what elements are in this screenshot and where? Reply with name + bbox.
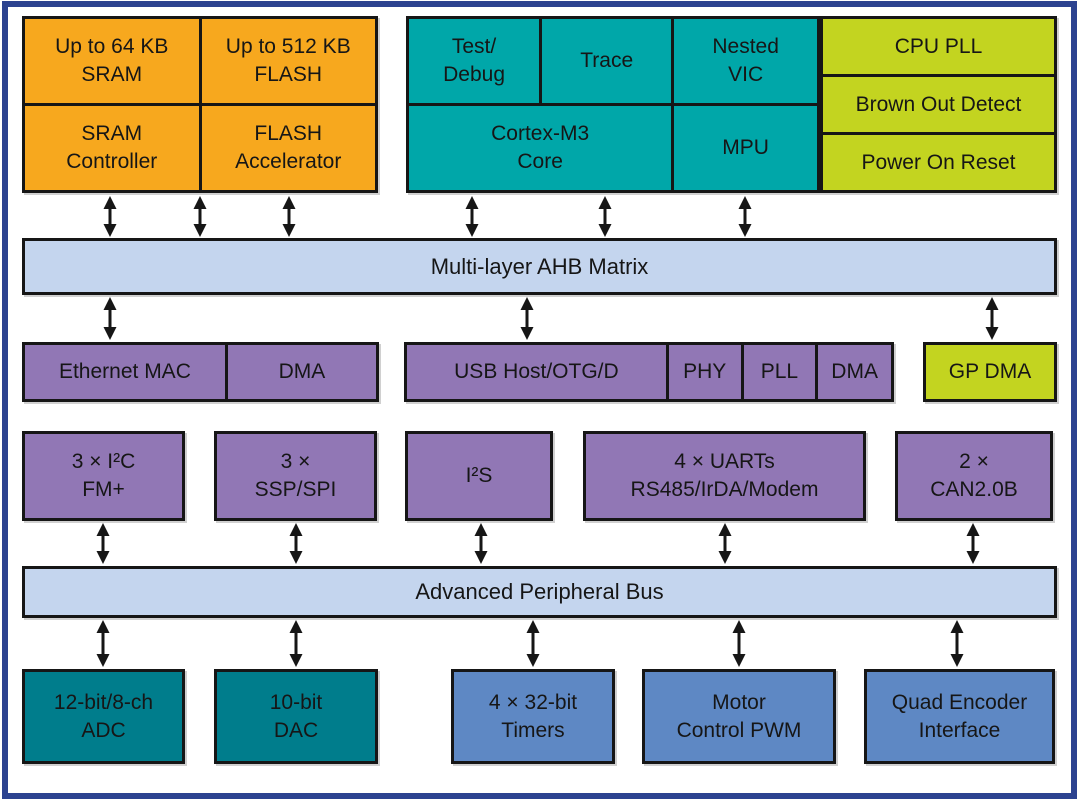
block-dac: 10-bit DAC [214, 669, 378, 764]
bidirectional-arrow [981, 297, 1003, 340]
bidirectional-arrow [594, 196, 616, 237]
block-label: USB Host/OTG/D [454, 360, 619, 384]
bidirectional-arrow [99, 196, 121, 237]
block-label: SRAM Controller [66, 122, 158, 173]
bidirectional-arrow [516, 297, 538, 340]
bidirectional-arrow [962, 523, 984, 564]
block-label: PLL [760, 360, 799, 384]
block-usb-pll: PLL [743, 345, 816, 399]
usb-block-group: USB Host/OTG/D PHY PLL DMA [404, 342, 894, 402]
bus-label: Advanced Peripheral Bus [415, 579, 664, 605]
block-test-debug: Test/ Debug [409, 19, 540, 103]
block-adc: 12-bit/8-ch ADC [22, 669, 185, 764]
bidirectional-arrow [92, 620, 114, 667]
bidirectional-arrow [470, 523, 492, 564]
bidirectional-arrow [99, 297, 121, 340]
ethernet-block-group: Ethernet MAC DMA [22, 342, 379, 402]
block-label: Power On Reset [861, 150, 1016, 174]
block-label: MPU [722, 136, 769, 160]
block-cpu-pll: CPU PLL [823, 19, 1054, 74]
block-label: CPU PLL [894, 34, 983, 58]
block-label: PHY [683, 360, 727, 384]
block-usb-host-otg: USB Host/OTG/D [407, 345, 666, 399]
block-label: Ethernet MAC [58, 360, 191, 384]
block-label: 10-bit DAC [269, 690, 323, 742]
block-i2s: I²S [405, 431, 553, 521]
block-label: Up to 64 KB SRAM [55, 35, 169, 86]
block-label: DMA [831, 360, 878, 384]
block-ssp-spi: 3 × SSP/SPI [214, 431, 377, 521]
block-cortex-m3-core: Cortex-M3 Core [409, 106, 672, 190]
block-label: Brown Out Detect [855, 92, 1022, 116]
block-label: Trace [580, 49, 634, 73]
block-label: 4 × 32-bit Timers [488, 690, 578, 742]
bidirectional-arrow [714, 523, 736, 564]
bidirectional-arrow [285, 620, 307, 667]
block-label: I²S [465, 464, 493, 488]
block-label: FLASH Accelerator [235, 122, 342, 173]
block-sram-size: Up to 64 KB SRAM [25, 19, 199, 103]
block-sram-controller: SRAM Controller [25, 106, 199, 190]
block-label: DMA [278, 360, 326, 384]
block-trace: Trace [542, 19, 672, 103]
block-label: 3 × SSP/SPI [254, 450, 337, 501]
apb-bus-bar: Advanced Peripheral Bus [22, 566, 1057, 618]
block-label: 3 × I²C FM+ [71, 450, 136, 501]
block-label: Test/ Debug [443, 35, 505, 86]
block-ethernet-mac: Ethernet MAC [25, 345, 225, 399]
core-block-group: Test/ Debug Trace Nested VIC Cortex-M3 C… [406, 16, 820, 193]
block-label: Motor Control PWM [676, 690, 802, 742]
bidirectional-arrow [946, 620, 968, 667]
block-label: Cortex-M3 Core [491, 122, 590, 173]
block-can: 2 × CAN2.0B [895, 431, 1053, 521]
block-i2c: 3 × I²C FM+ [22, 431, 185, 521]
bidirectional-arrow [278, 196, 300, 237]
bidirectional-arrow [522, 620, 544, 667]
memory-block-group: Up to 64 KB SRAM Up to 512 KB FLASH SRAM… [22, 16, 378, 193]
system-block-group: CPU PLL Brown Out Detect Power On Reset [820, 16, 1057, 193]
block-label: 2 × CAN2.0B [930, 450, 1018, 501]
block-usb-dma: DMA [818, 345, 891, 399]
bidirectional-arrow [728, 620, 750, 667]
block-label: 4 × UARTs RS485/IrDA/Modem [630, 450, 819, 501]
block-flash-size: Up to 512 KB FLASH [201, 19, 375, 103]
block-power-on-reset: Power On Reset [823, 135, 1054, 190]
block-label: GP DMA [948, 360, 1032, 384]
block-motor-control-pwm: Motor Control PWM [642, 669, 836, 764]
block-quad-encoder-interface: Quad Encoder Interface [864, 669, 1055, 764]
ahb-matrix-bus-bar: Multi-layer AHB Matrix [22, 238, 1057, 295]
block-usb-phy: PHY [668, 345, 741, 399]
block-gp-dma: GP DMA [923, 342, 1057, 402]
block-label: Quad Encoder Interface [891, 690, 1028, 742]
block-label: Nested VIC [712, 35, 779, 86]
block-flash-accelerator: FLASH Accelerator [201, 106, 375, 190]
bidirectional-arrow [734, 196, 756, 237]
block-uarts: 4 × UARTs RS485/IrDA/Modem [583, 431, 866, 521]
block-mpu: MPU [674, 106, 817, 190]
bidirectional-arrow [285, 523, 307, 564]
block-brown-out-detect: Brown Out Detect [823, 77, 1054, 132]
bidirectional-arrow [189, 196, 211, 237]
block-label: 12-bit/8-ch ADC [53, 690, 154, 742]
bidirectional-arrow [461, 196, 483, 237]
bidirectional-arrow [92, 523, 114, 564]
block-nested-vic: Nested VIC [674, 19, 817, 103]
block-ethernet-dma: DMA [227, 345, 376, 399]
bus-label: Multi-layer AHB Matrix [430, 253, 649, 279]
block-timers: 4 × 32-bit Timers [451, 669, 615, 764]
block-label: Up to 512 KB FLASH [225, 35, 351, 86]
